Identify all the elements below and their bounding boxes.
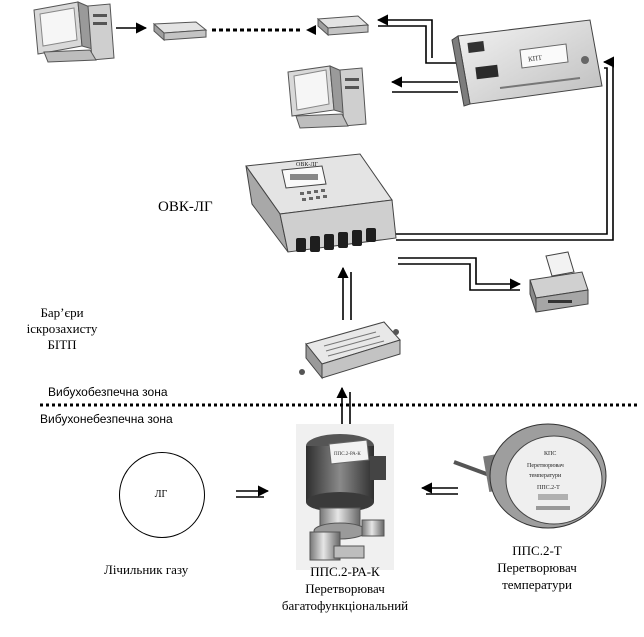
- communication-module-icon: КПТ: [451, 19, 603, 107]
- barrier-label-line2: іскрозахисту: [26, 321, 98, 336]
- arrow-ovk-to-printer-2: [398, 263, 520, 291]
- ovk-panel-text: ОВК-ЛГ: [296, 162, 318, 168]
- pps-ra-caption-line3: багатофункціональний: [281, 598, 409, 613]
- pps-ra-plate-text: ППС.2-РА-К: [334, 452, 361, 457]
- printer-icon: [529, 251, 589, 313]
- gas-meter-symbol: [119, 452, 205, 538]
- flow-corrector-device-icon: ОВК-ЛГ: [245, 153, 397, 253]
- pps-ra-caption-line1: ППС.2-РА-К: [310, 564, 380, 579]
- arrow-gateway-to-modem-inner: [378, 25, 456, 64]
- pps-ra-caption-line2: Перетворювач: [305, 581, 385, 596]
- modem-icon-right: [316, 15, 370, 37]
- pps-t-plate-line4: ППС.2-Т: [537, 485, 560, 491]
- computer-icon-top-left: [33, 1, 115, 63]
- gas-meter-symbol-text: ЛГ: [154, 489, 168, 500]
- multifunction-converter-device-icon: ППС.2-РА-К: [306, 434, 386, 561]
- ovk-title-label: ОВК-ЛГ: [158, 199, 213, 215]
- pps-t-caption-line1: ППС.2-Т: [512, 543, 562, 558]
- arrow-head-dotted: [306, 25, 316, 35]
- line-ovk-to-gateway-outer: [396, 56, 615, 241]
- gas-meter-caption: Лічильник газу: [104, 562, 189, 577]
- temperature-converter-device-icon: КПС Перетворювач температури ППС.2-Т: [453, 423, 607, 529]
- gateway-panel-text: КПТ: [528, 54, 544, 64]
- arrow-gateway-to-modem-outer: [376, 14, 433, 58]
- pps-t-caption-line3: температури: [502, 577, 572, 592]
- pps-t-plate-line1: КПС: [544, 451, 556, 457]
- safe-zone-label: Вибухобезпечна зона: [48, 385, 168, 399]
- pps-t-caption-line2: Перетворювач: [497, 560, 577, 575]
- arrow-ovk-to-printer-1: [398, 257, 522, 290]
- pps-t-plate-line3: температури: [529, 473, 562, 479]
- barrier-label-line3: БІТП: [47, 337, 77, 352]
- intrinsic-safety-barrier-icon: [299, 321, 401, 380]
- pps-t-plate-line2: Перетворювач: [527, 463, 564, 469]
- computer-icon-middle: [287, 65, 367, 129]
- hazard-zone-label: Вибухонебезпечна зона: [40, 412, 173, 426]
- modem-icon-left: [152, 21, 208, 42]
- barrier-label-line1: Бар’єри: [40, 305, 84, 320]
- line-ovk-to-gateway-inner: [396, 67, 608, 235]
